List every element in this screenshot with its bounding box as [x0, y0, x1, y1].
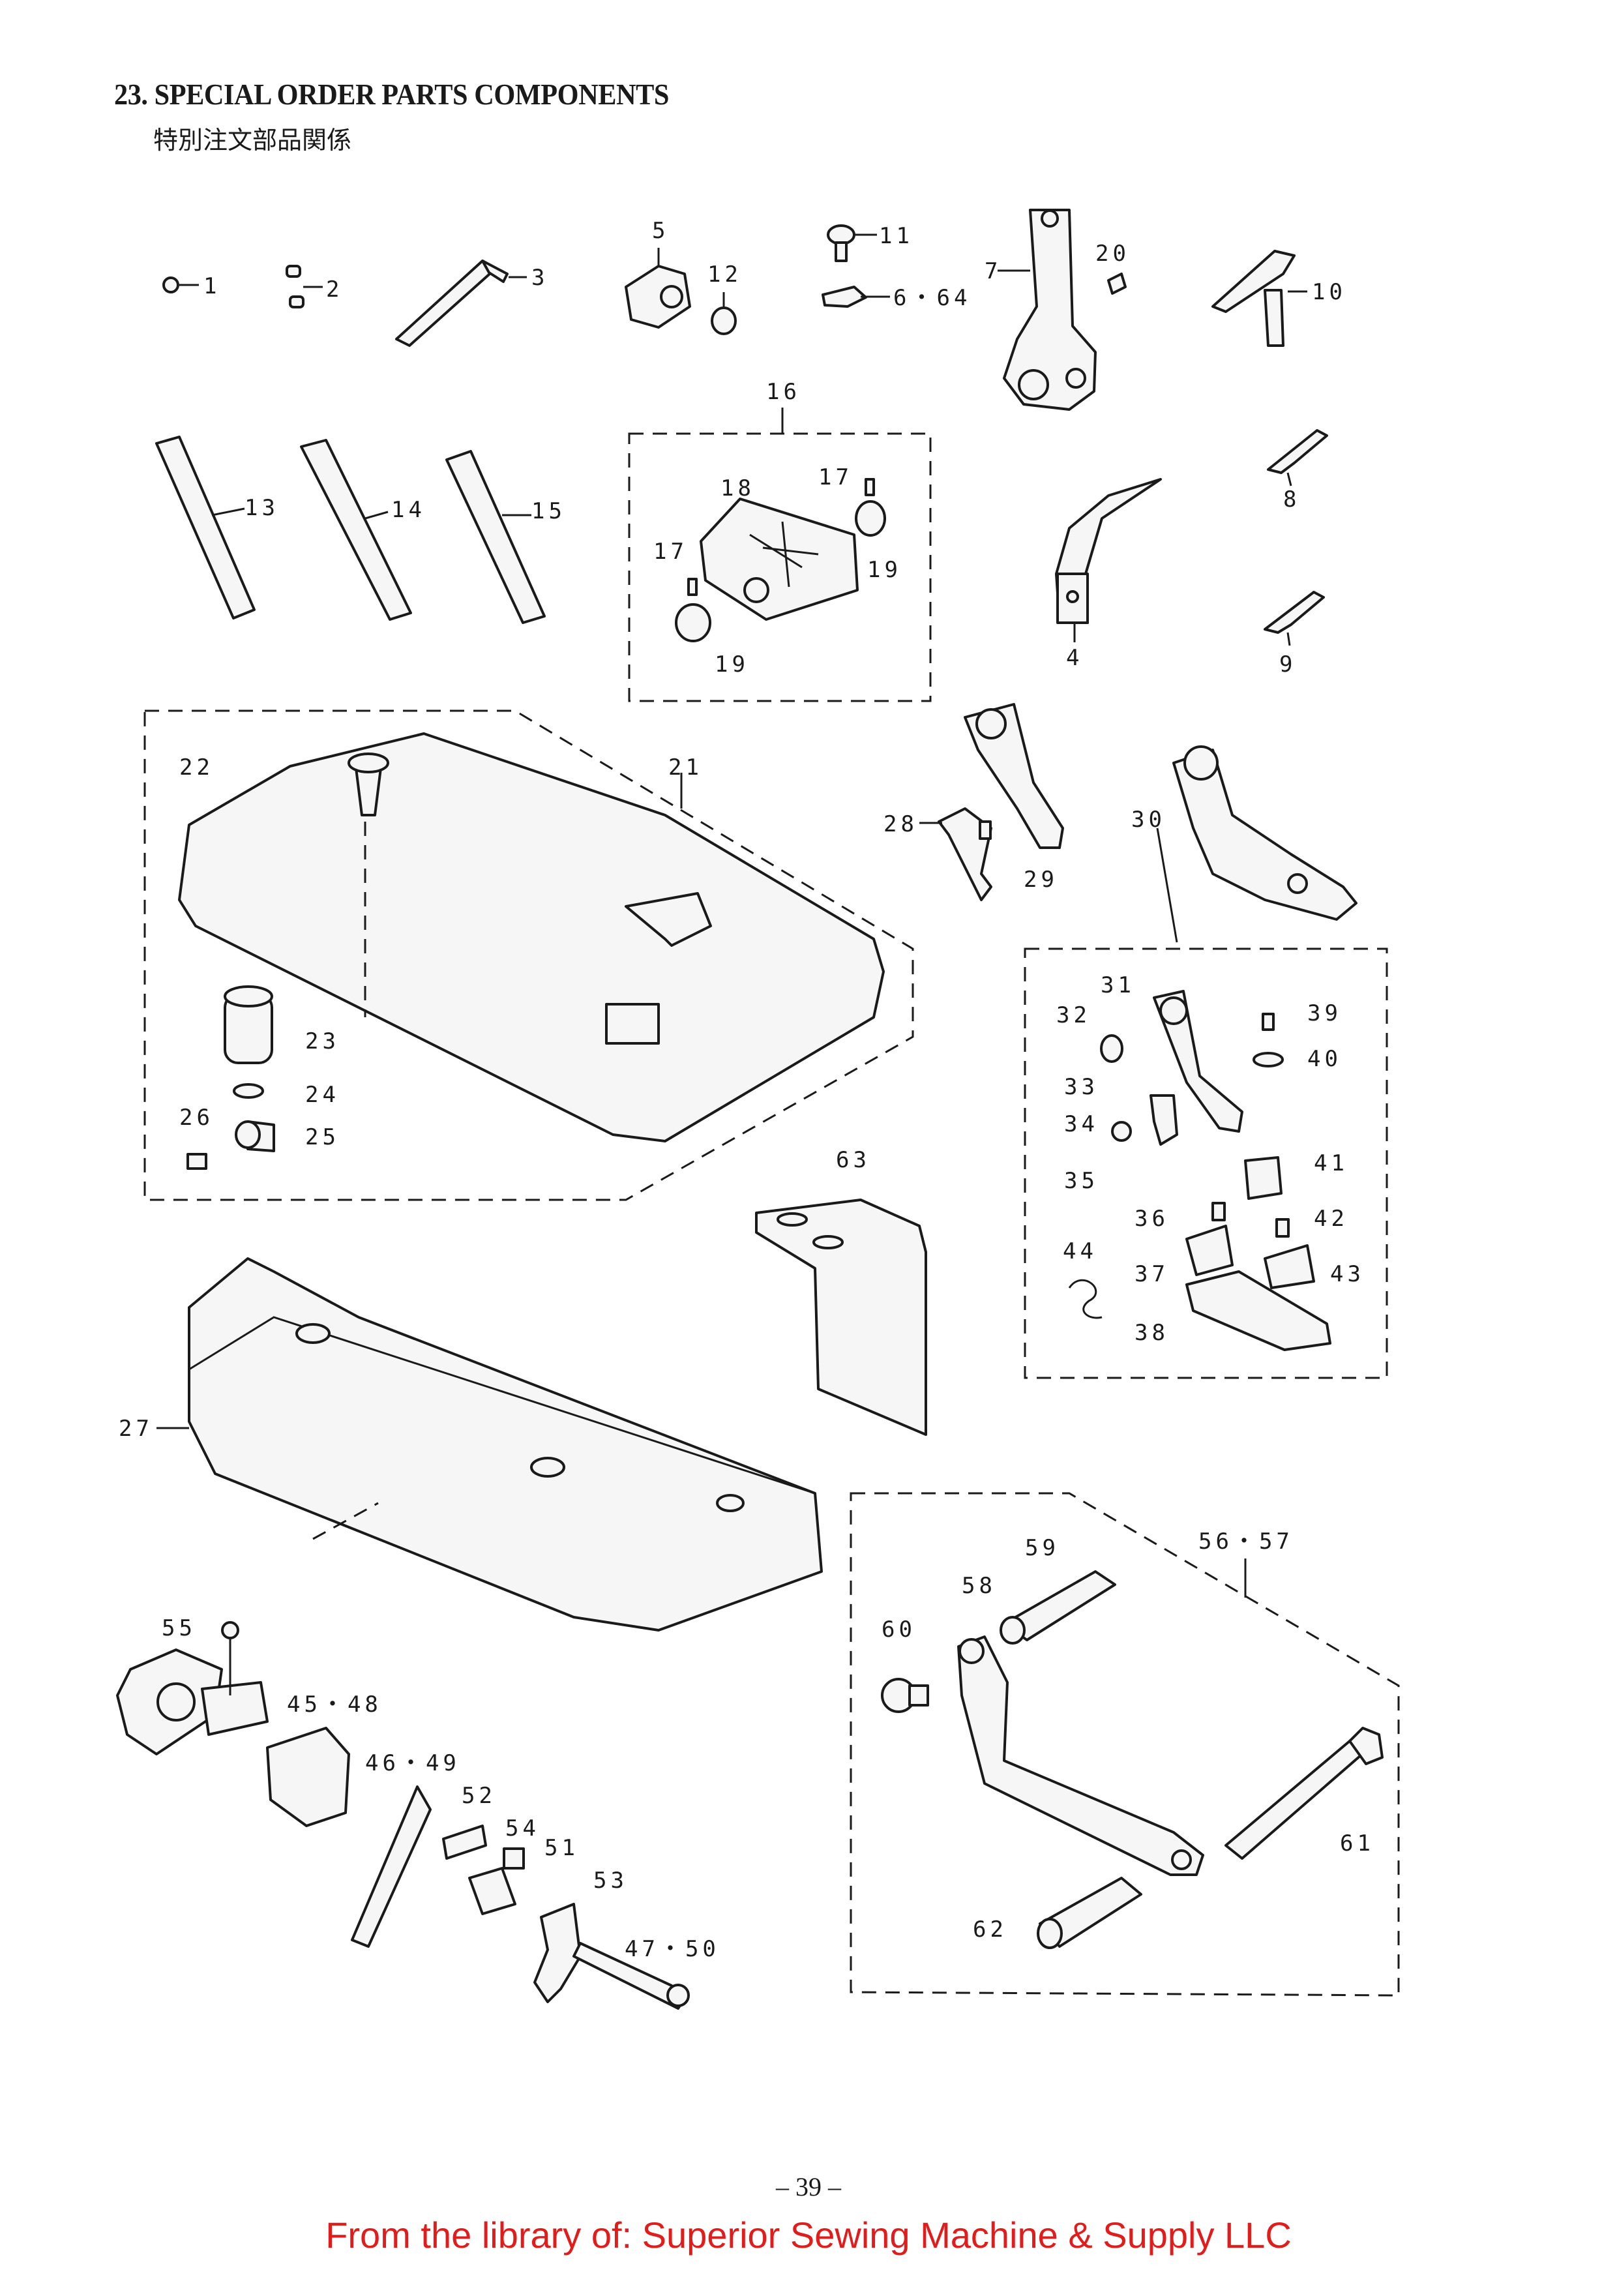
callout-55: 55	[162, 1615, 196, 1641]
callout-5: 5	[652, 218, 669, 244]
callout-22: 22	[179, 754, 214, 781]
callout-19b: 19	[715, 651, 749, 678]
callout-30: 30	[1131, 807, 1166, 833]
part-9-spring-drawing	[1264, 591, 1325, 646]
callout-6-64: 6・64	[893, 285, 971, 311]
callout-4: 4	[1066, 645, 1083, 671]
callout-1: 1	[203, 273, 220, 299]
part-3-hex-wrench-drawing	[395, 260, 527, 347]
callout-21: 21	[668, 754, 703, 781]
callout-61: 61	[1340, 1830, 1374, 1856]
group-21-cover-box	[143, 709, 914, 1201]
part-8-spring-drawing	[1267, 429, 1328, 486]
page-title: 23. SPECIAL ORDER PARTS COMPONENTS	[114, 78, 669, 111]
callout-51: 51	[544, 1835, 579, 1861]
callout-56-57: 56・57	[1198, 1528, 1294, 1555]
callout-58: 58	[962, 1573, 996, 1599]
part-10-looper-holder-drawing	[1211, 250, 1307, 347]
part-28-29-presser-arm-drawing	[919, 703, 1064, 901]
callout-45-48: 45・48	[287, 1692, 382, 1718]
callout-11: 11	[879, 223, 913, 249]
callout-24: 24	[305, 1082, 340, 1108]
callout-15: 15	[531, 498, 566, 524]
callout-20: 20	[1095, 241, 1130, 267]
page-number: – 39 –	[776, 2172, 841, 2201]
callout-28: 28	[883, 811, 918, 837]
part-27-table-drawing	[156, 1257, 823, 1632]
callout-17b: 17	[653, 539, 688, 565]
callout-44: 44	[1063, 1238, 1097, 1264]
part-30-presser-foot-assembly-drawing	[1156, 745, 1357, 943]
callout-31: 31	[1101, 972, 1135, 998]
group-31-44-box	[1024, 947, 1388, 1379]
callout-2: 2	[326, 276, 343, 303]
callout-37: 37	[1135, 1261, 1169, 1287]
callout-29: 29	[1024, 867, 1058, 893]
callout-10: 10	[1312, 279, 1346, 305]
callout-62: 62	[973, 1916, 1007, 1943]
part-4-looper-drawing	[1055, 478, 1162, 642]
callout-16: 16	[766, 379, 801, 405]
callout-33: 33	[1064, 1074, 1099, 1100]
callout-36: 36	[1135, 1206, 1169, 1232]
part-15-guide-drawing	[445, 450, 546, 624]
callout-18: 18	[720, 475, 755, 501]
callout-19a: 19	[867, 557, 902, 583]
part-63-plate-drawing	[755, 1199, 927, 1436]
callout-26: 26	[179, 1105, 214, 1131]
callout-17a: 17	[818, 464, 853, 490]
callout-3: 3	[531, 265, 548, 291]
callout-25: 25	[305, 1124, 340, 1150]
callout-14: 14	[391, 497, 426, 523]
callout-23: 23	[305, 1028, 340, 1054]
callout-34: 34	[1064, 1111, 1099, 1137]
part-45-55-mechanism-drawing	[116, 1621, 690, 2010]
callout-46-49: 46・49	[365, 1750, 460, 1776]
callout-47-50: 47・50	[625, 1936, 720, 1962]
part-13-guide-drawing	[155, 436, 256, 619]
part-1-nut-drawing	[162, 276, 199, 293]
callout-42: 42	[1314, 1206, 1348, 1232]
group-16-box	[628, 408, 932, 702]
callout-59: 59	[1025, 1535, 1060, 1561]
callout-39: 39	[1307, 1000, 1342, 1026]
callout-9: 9	[1279, 651, 1296, 678]
callout-8: 8	[1283, 486, 1300, 513]
part-14-guide-drawing	[300, 439, 412, 621]
callout-13: 13	[245, 495, 279, 521]
callout-54: 54	[505, 1815, 540, 1841]
part-5-and-12-eccentric-drawing	[625, 248, 737, 335]
callout-63: 63	[836, 1147, 870, 1173]
callout-7: 7	[985, 258, 1001, 284]
callout-60: 60	[882, 1617, 916, 1643]
page-subtitle-japanese: 特別注文部品関係	[153, 126, 352, 155]
part-7-needle-bar-arm-drawing	[998, 209, 1127, 411]
callout-40: 40	[1307, 1046, 1342, 1072]
callout-53: 53	[593, 1868, 628, 1894]
callout-32: 32	[1056, 1002, 1091, 1028]
library-footer: From the library of: Superior Sewing Mac…	[325, 2214, 1292, 2256]
group-56-62-box	[850, 1492, 1400, 1997]
callout-27: 27	[119, 1416, 153, 1442]
callout-38: 38	[1135, 1320, 1169, 1346]
callout-52: 52	[462, 1783, 496, 1809]
part-2-screws-drawing	[286, 265, 323, 308]
callout-35: 35	[1064, 1168, 1099, 1194]
callout-43: 43	[1330, 1261, 1365, 1287]
callout-41: 41	[1314, 1150, 1348, 1176]
callout-12: 12	[707, 261, 742, 288]
part-6-11-screw-plate-drawing	[822, 224, 890, 308]
